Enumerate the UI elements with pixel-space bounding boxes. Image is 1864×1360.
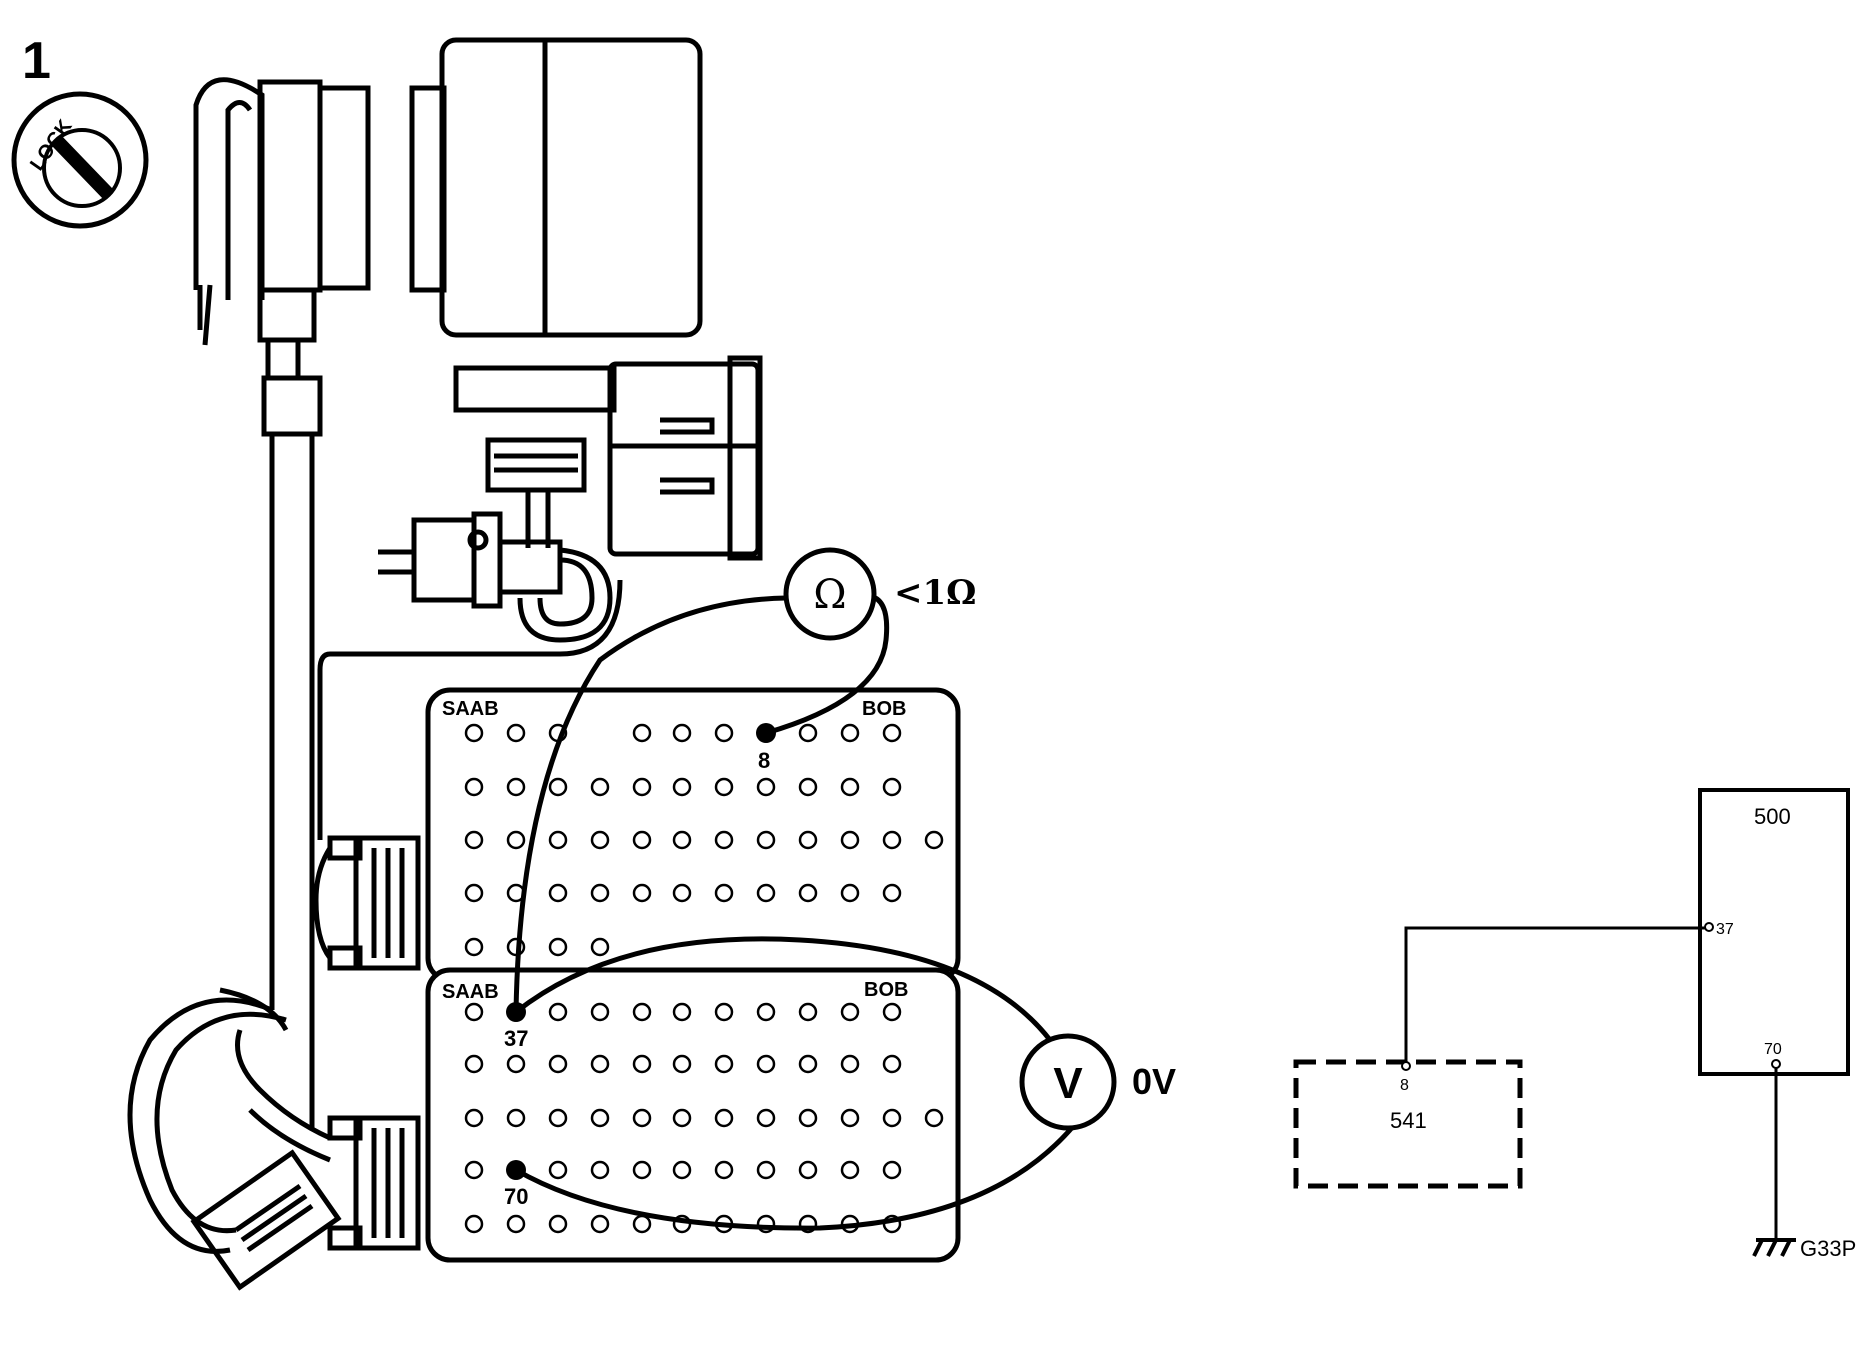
unit-500-pin-37-label: 37 (1716, 921, 1734, 938)
bob-upper-brand: SAAB (442, 698, 499, 720)
bob-lower-name: BOB (864, 979, 908, 1001)
voltmeter-reading: 0V (1132, 1061, 1176, 1102)
voltmeter: V 0V (514, 936, 1176, 1231)
bob-lower-brand: SAAB (442, 981, 499, 1003)
unit-541-pin-8-label: 8 (1400, 1077, 1409, 1094)
unit-541-pin-8-terminal (1401, 1061, 1411, 1071)
relay-block (453, 355, 763, 561)
bob-upper-connector (313, 835, 421, 971)
unit-500-label: 500 (1754, 804, 1791, 829)
ohmmeter-reading: <1Ω (894, 573, 976, 613)
bob-upper-name: BOB (862, 698, 906, 720)
unit-500-pin-37-terminal (1704, 922, 1714, 932)
ignition-lock-icon: LOCK (11, 91, 149, 229)
adapter-connector (317, 437, 623, 840)
figure-number: 1 (22, 32, 51, 90)
bob-upper-holes (464, 723, 944, 957)
control-unit-housing (409, 37, 703, 338)
voltmeter-dial (1019, 1033, 1117, 1131)
unit-500-pin-70-label: 70 (1764, 1041, 1782, 1058)
pin-37-label: 37 (504, 1026, 528, 1051)
control-unit-connector (193, 77, 371, 980)
schematic-unit-541: 541 8 (1293, 1059, 1523, 1189)
voltmeter-symbol: V (1053, 1059, 1083, 1108)
breakout-box-upper: SAAB BOB 8 (425, 687, 961, 983)
ohmmeter-symbol: Ω (813, 572, 846, 618)
ohmmeter-lead-to-pin-8 (765, 593, 890, 736)
schematic-unit-500: 500 37 70 (1698, 788, 1850, 1076)
pin-8-label: 8 (758, 748, 770, 773)
bob-lower-holes (464, 1002, 944, 1234)
pin-70-label: 70 (504, 1184, 528, 1209)
ohmmeter: Ω <1Ω (513, 547, 976, 1013)
ground-icon (1752, 1238, 1796, 1257)
breakout-box-lower: SAAB BOB 37 70 (425, 967, 961, 1263)
ohmmeter-lead-to-pin-37 (513, 595, 787, 1013)
schematic-wires (1404, 926, 1778, 1240)
wiring-harness-loop (127, 987, 342, 1291)
ground-label: G33P (1800, 1236, 1856, 1261)
voltmeter-lead-to-pin-37 (514, 936, 1052, 1042)
unit-541-label: 541 (1390, 1108, 1427, 1133)
voltmeter-lead-to-pin-70 (514, 1116, 1082, 1231)
bob-lower-connector (269, 980, 421, 1251)
unit-500-pin-70-terminal (1771, 1059, 1781, 1069)
ohmmeter-dial (783, 547, 877, 641)
